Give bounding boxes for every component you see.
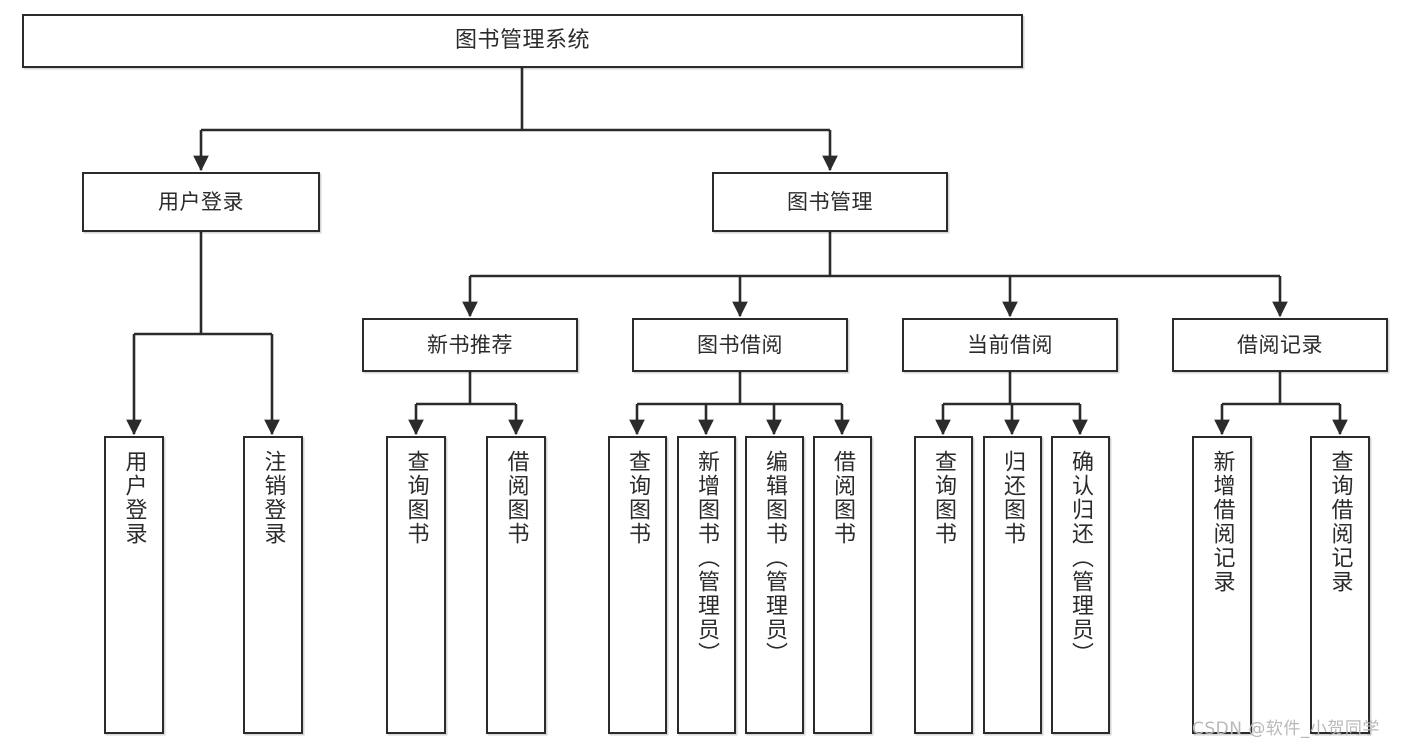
node-new-book-rec-label: 新书推荐 bbox=[427, 332, 513, 357]
node-root-label: 图书管理系统 bbox=[454, 28, 590, 54]
node-current-borrow-label: 当前借阅 bbox=[967, 332, 1053, 357]
node-leaf-borrow-edit-label: 编辑图书（管理员） bbox=[762, 450, 788, 666]
node-borrow-record[interactable]: 借阅记录 bbox=[1172, 318, 1388, 372]
node-user-login[interactable]: 用户登录 bbox=[82, 172, 320, 232]
node-current-borrow[interactable]: 当前借阅 bbox=[902, 318, 1118, 372]
node-leaf-user-logout-label: 注销登录 bbox=[260, 450, 286, 546]
node-leaf-rec-query2-label: 查询借阅记录 bbox=[1327, 450, 1353, 594]
node-leaf-rec-query-label: 查询图书 bbox=[403, 450, 429, 546]
node-book-borrow-label: 图书借阅 bbox=[697, 332, 783, 357]
node-book-manage-label: 图书管理 bbox=[787, 189, 873, 214]
node-leaf-cur-query[interactable]: 查询图书 bbox=[914, 436, 973, 734]
node-book-borrow[interactable]: 图书借阅 bbox=[632, 318, 848, 372]
node-leaf-user-logout[interactable]: 注销登录 bbox=[243, 436, 303, 734]
node-borrow-record-label: 借阅记录 bbox=[1237, 332, 1323, 357]
node-leaf-borrow-add-label: 新增图书（管理员） bbox=[694, 450, 720, 666]
watermark-text: CSDN @软件_小贺同学 bbox=[1192, 719, 1380, 739]
node-book-manage[interactable]: 图书管理 bbox=[712, 172, 948, 232]
node-leaf-cur-confirm[interactable]: 确认归还（管理员） bbox=[1051, 436, 1110, 734]
node-leaf-borrow-lend[interactable]: 借阅图书 bbox=[813, 436, 872, 734]
node-leaf-borrow-query-label: 查询图书 bbox=[625, 450, 651, 546]
node-leaf-borrow-lend-label: 借阅图书 bbox=[830, 450, 856, 546]
node-leaf-rec-add-label: 新增借阅记录 bbox=[1209, 450, 1235, 594]
node-leaf-borrow-edit[interactable]: 编辑图书（管理员） bbox=[745, 436, 804, 734]
node-leaf-rec-query2[interactable]: 查询借阅记录 bbox=[1310, 436, 1370, 734]
node-new-book-rec[interactable]: 新书推荐 bbox=[362, 318, 578, 372]
node-leaf-user-login[interactable]: 用户登录 bbox=[104, 436, 164, 734]
node-leaf-rec-query[interactable]: 查询图书 bbox=[386, 436, 446, 734]
node-leaf-rec-borrow[interactable]: 借阅图书 bbox=[486, 436, 546, 734]
node-user-login-label: 用户登录 bbox=[158, 189, 244, 214]
node-leaf-rec-add[interactable]: 新增借阅记录 bbox=[1192, 436, 1252, 734]
node-leaf-cur-confirm-label: 确认归还（管理员） bbox=[1068, 450, 1094, 666]
node-leaf-borrow-query[interactable]: 查询图书 bbox=[608, 436, 667, 734]
node-leaf-rec-borrow-label: 借阅图书 bbox=[503, 450, 529, 546]
node-root[interactable]: 图书管理系统 bbox=[22, 14, 1023, 68]
node-leaf-cur-return-label: 归还图书 bbox=[1000, 450, 1026, 546]
node-leaf-cur-query-label: 查询图书 bbox=[931, 450, 957, 546]
node-leaf-user-login-label: 用户登录 bbox=[121, 450, 147, 546]
node-leaf-borrow-add[interactable]: 新增图书（管理员） bbox=[677, 436, 736, 734]
node-leaf-cur-return[interactable]: 归还图书 bbox=[983, 436, 1042, 734]
